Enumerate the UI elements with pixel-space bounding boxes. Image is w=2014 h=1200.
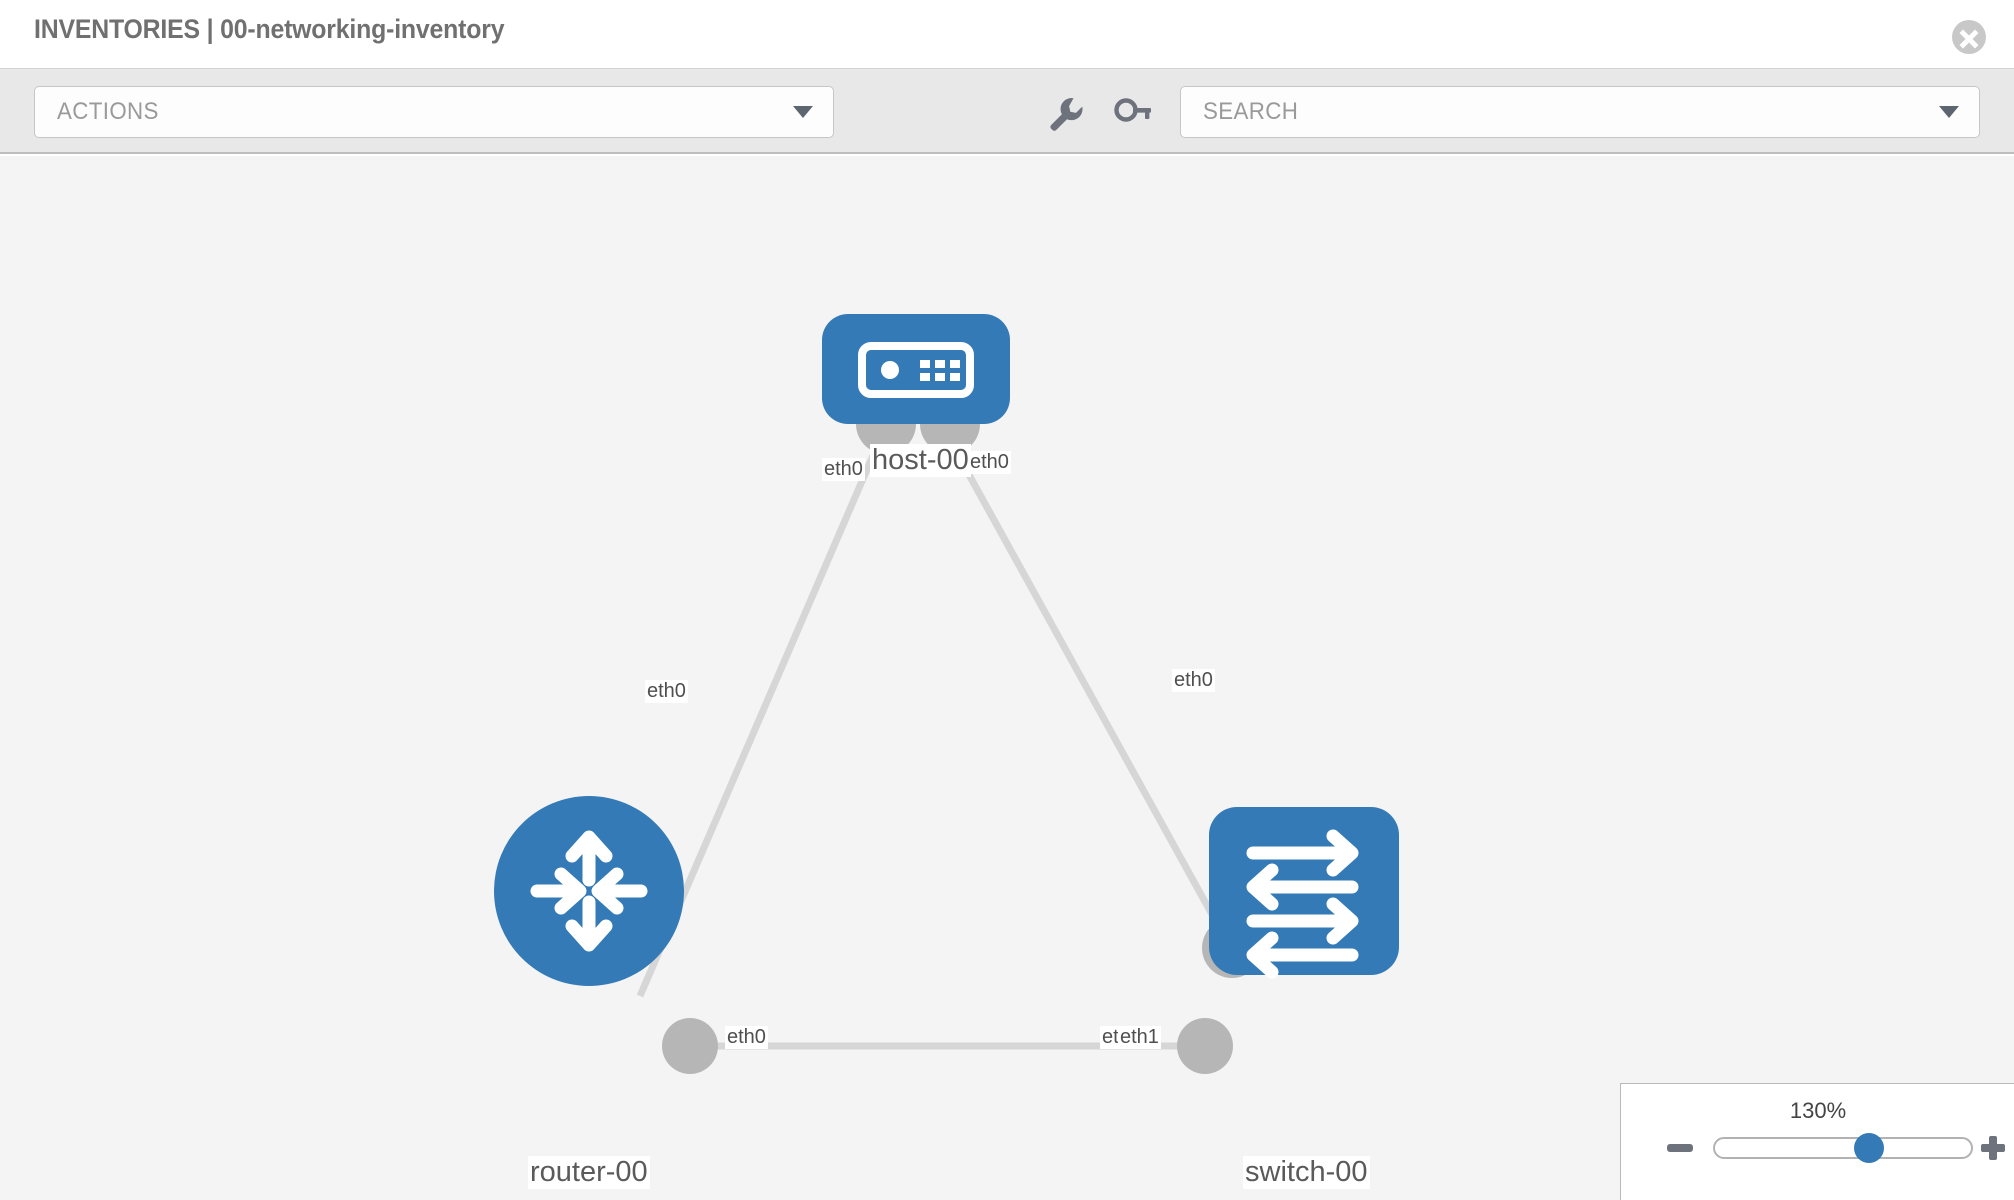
node-host-00[interactable] [822, 314, 1010, 424]
node-label-host-00: host-00 [870, 444, 971, 478]
router-icon [530, 830, 648, 952]
edge-label-switch-up-port: eth0 [1172, 669, 1215, 692]
zoom-slider-thumb[interactable] [1853, 1133, 1884, 1163]
node-label-router-00: router-00 [528, 1156, 650, 1190]
edge-label-router-right-port: eth0 [725, 1026, 768, 1049]
toolbar: ACTIONS SEARCH [0, 68, 2014, 154]
key-icon[interactable] [1114, 95, 1152, 131]
node-router-00[interactable] [494, 796, 684, 986]
switch-icon [1246, 829, 1359, 979]
page-header: INVENTORIES | 00-networking-inventory [0, 0, 2014, 68]
zoom-control-panel: 130% [1620, 1083, 2014, 1200]
port-stub-router-right [662, 1018, 718, 1074]
topology-canvas[interactable]: host-00 router-00 switch-00 eth0 eth0 et… [0, 156, 2014, 1200]
zoom-in-button[interactable] [1981, 1136, 2005, 1160]
zoom-out-button[interactable] [1667, 1144, 1693, 1152]
wrench-icon[interactable] [1046, 95, 1084, 131]
page-title: INVENTORIES | 00-networking-inventory [34, 14, 505, 44]
edge-label-host-left-port: eth0 [822, 458, 865, 481]
port-stub-switch-left [1177, 1018, 1233, 1074]
edge-host-switch [948, 442, 1239, 958]
topology-graph [494, 314, 1399, 1074]
edge-label-host-right-port: eth0 [968, 451, 1011, 474]
chevron-down-icon [1939, 106, 1959, 118]
close-icon[interactable] [1952, 20, 1986, 54]
node-label-switch-00: switch-00 [1243, 1156, 1370, 1190]
server-icon [858, 342, 974, 398]
actions-dropdown-label: ACTIONS [57, 98, 159, 125]
actions-dropdown[interactable]: ACTIONS [34, 86, 834, 138]
edge-label-router-up-port: eth0 [645, 680, 688, 703]
chevron-down-icon [793, 106, 813, 118]
search-placeholder: SEARCH [1203, 98, 1299, 125]
edge-label-switch-left-port-b: eth1 [1118, 1026, 1161, 1049]
zoom-level-label: 130% [1789, 1098, 1847, 1123]
zoom-slider[interactable] [1713, 1133, 1973, 1163]
node-switch-00[interactable] [1209, 807, 1399, 979]
search-input[interactable]: SEARCH [1180, 86, 1980, 138]
